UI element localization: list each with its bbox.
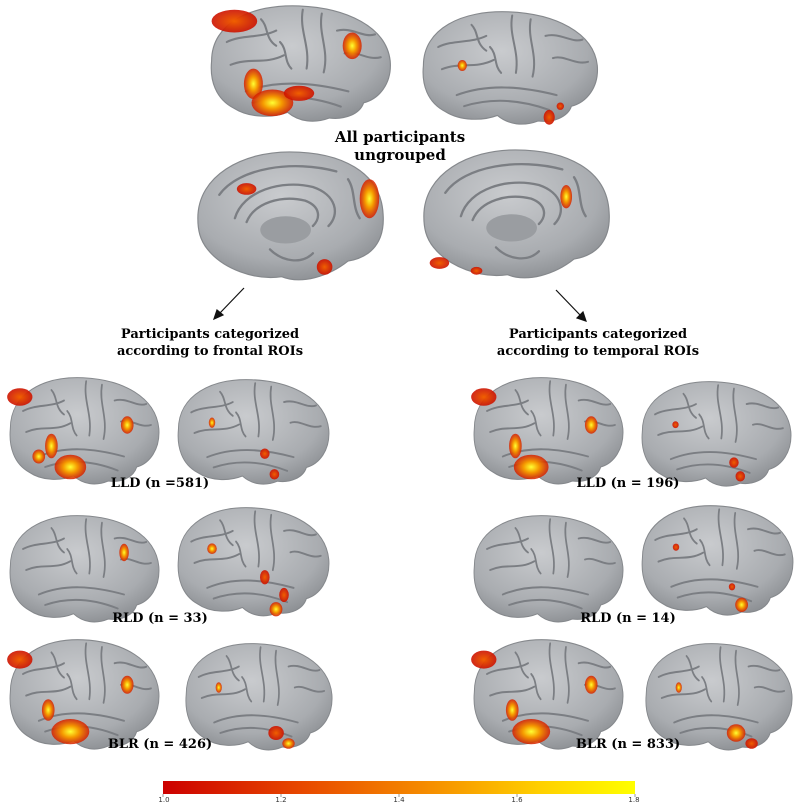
title-all-participants: All participants ungrouped: [334, 128, 466, 164]
arrow-to-frontal: [213, 287, 245, 321]
colorbar-tick-label: 1.8: [628, 796, 640, 804]
frontal-blr-left: [7, 638, 160, 751]
brain-top-left-medial: [196, 150, 385, 281]
colorbar-tick-label: 1.4: [393, 796, 405, 804]
temporal-lld-left: [471, 376, 624, 485]
frontal-rld-left: [9, 514, 160, 623]
frontal-rld-label: RLD (n = 33): [112, 611, 208, 626]
temporal-lld-label: LLD (n = 196): [576, 476, 680, 491]
temporal-blr-right: [644, 642, 794, 751]
brain-top-right-lateral: [422, 10, 599, 126]
colorbar-tick-label: 1.6: [511, 796, 523, 804]
colorbar-ticks: [162, 794, 636, 797]
temporal-rld-left: [473, 514, 624, 623]
colorbar-tick-label: 1.0: [158, 796, 170, 804]
frontal-lld-left: [7, 376, 160, 485]
heading-frontal: Participants categorized according to fr…: [116, 327, 304, 359]
brain-top-left-lateral: [210, 4, 392, 123]
frontal-lld-right: [177, 378, 330, 486]
heading-temporal: Participants categorized according to te…: [496, 327, 700, 359]
temporal-rld-right: [641, 504, 794, 617]
temporal-blr-left: [471, 638, 624, 751]
colorbar-tick-label: 1.2: [275, 796, 287, 804]
temporal-lld-right: [641, 380, 792, 488]
frontal-lld-label: LLD (n =581): [110, 476, 210, 491]
frontal-rld-right: [177, 506, 330, 617]
colorbar: [163, 781, 635, 794]
temporal-blr-label: BLR (n = 833): [575, 737, 681, 752]
frontal-blr-right: [184, 642, 334, 751]
brain-top-right-medial: [422, 148, 611, 279]
temporal-rld-label: RLD (n = 14): [580, 611, 676, 626]
arrow-to-temporal: [555, 289, 587, 322]
frontal-blr-label: BLR (n = 426): [107, 737, 213, 752]
